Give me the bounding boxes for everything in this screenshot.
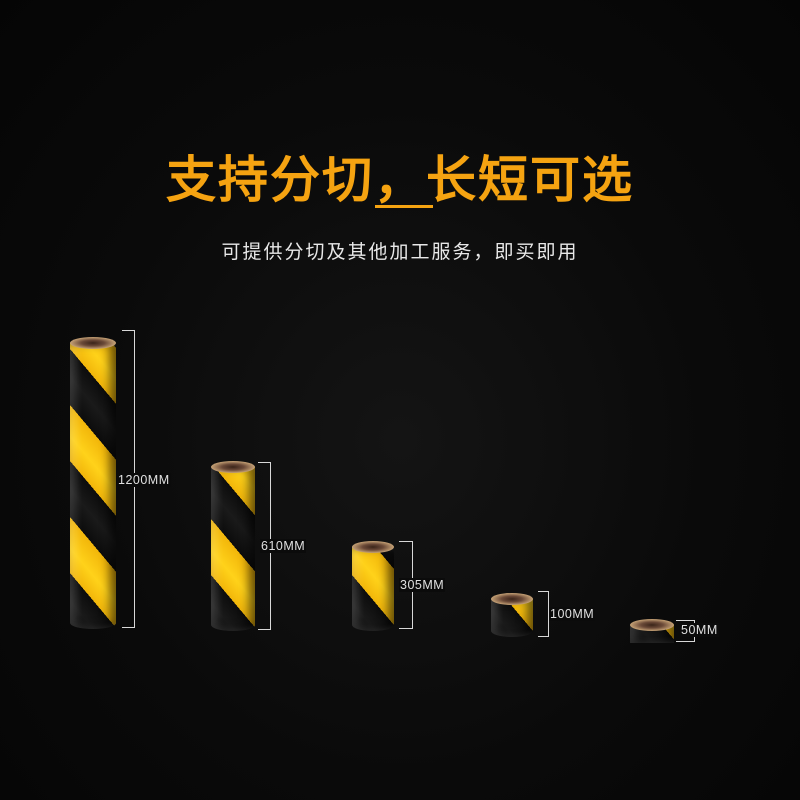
title-underline: [375, 205, 433, 208]
roll-core: [491, 593, 533, 605]
roll-core: [352, 541, 394, 553]
roll-body: [491, 599, 533, 637]
dimension-bracket: [538, 591, 549, 637]
roll-core: [211, 461, 255, 473]
roll-core: [630, 619, 674, 631]
dimension-label: 1200MM: [117, 473, 171, 487]
dimension-label: 610MM: [260, 539, 307, 553]
roll-core: [70, 337, 116, 349]
dimension-label: 50MM: [680, 623, 719, 637]
page-subtitle: 可提供分切及其他加工服务，即买即用: [221, 241, 579, 263]
roll-body: [211, 467, 255, 631]
roll-body: [70, 343, 116, 629]
page-title: 支持分切，长短可选: [166, 151, 634, 209]
dimension-label: 100MM: [549, 607, 596, 621]
roll-body: [352, 547, 394, 631]
dimension-label: 305MM: [399, 578, 446, 592]
